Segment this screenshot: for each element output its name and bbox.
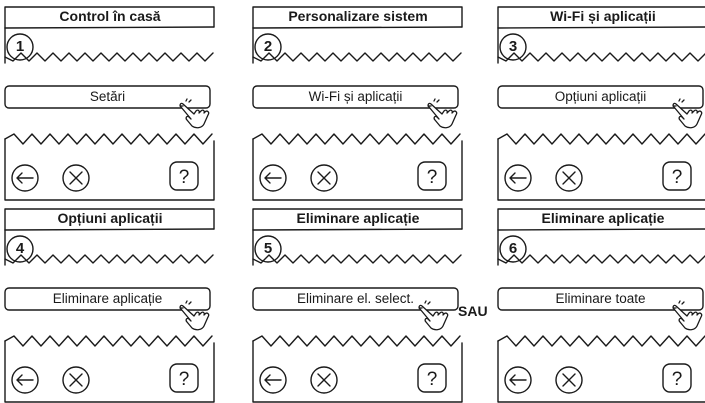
- step-number: 3: [508, 38, 518, 55]
- screen-title: Personalizare sistem: [288, 8, 428, 24]
- back-arrow-icon[interactable]: [258, 365, 288, 395]
- screen-title: Control în casă: [59, 8, 161, 24]
- step-panel-3: Wi-Fi și aplicații 3 Opțiuni aplicații ?: [497, 5, 705, 201]
- back-arrow-icon[interactable]: [503, 163, 533, 193]
- cancel-x-icon[interactable]: [554, 163, 584, 193]
- menu-button[interactable]: Eliminare el. select.: [253, 288, 458, 310]
- svg-text:?: ?: [427, 369, 438, 390]
- cancel-x-icon[interactable]: [61, 365, 91, 395]
- screen-frame: [4, 208, 215, 403]
- menu-button-label: Eliminare toate: [555, 291, 646, 306]
- menu-button[interactable]: Opțiuni aplicații: [498, 86, 703, 108]
- menu-button-label: Opțiuni aplicații: [554, 89, 647, 104]
- step-panel-1: Control în casă 1 Setări ?: [4, 5, 216, 201]
- cancel-x-icon[interactable]: [554, 365, 584, 395]
- back-arrow-icon[interactable]: [10, 163, 40, 193]
- step-number: 2: [263, 38, 273, 55]
- svg-text:?: ?: [672, 369, 683, 390]
- menu-button[interactable]: Setări: [5, 86, 210, 108]
- step-number: 4: [15, 240, 25, 257]
- pointing-hand-icon: [179, 300, 213, 334]
- screen-title: Wi-Fi și aplicații: [550, 8, 656, 24]
- step-number: 6: [508, 240, 518, 257]
- screen-frame: [252, 6, 463, 201]
- help-question-icon[interactable]: ?: [417, 363, 447, 393]
- screen-title: Eliminare aplicație: [541, 210, 665, 226]
- pointing-hand-icon: [672, 98, 705, 132]
- screen-frame: [4, 6, 215, 201]
- menu-button[interactable]: Wi-Fi și aplicații: [253, 86, 458, 108]
- cancel-x-icon[interactable]: [309, 365, 339, 395]
- menu-button-label: Eliminare el. select.: [296, 291, 415, 306]
- cancel-x-icon[interactable]: [61, 163, 91, 193]
- pointing-hand-icon: [672, 300, 705, 334]
- svg-text:?: ?: [427, 167, 438, 188]
- cancel-x-icon[interactable]: [309, 163, 339, 193]
- step-panel-4: Opțiuni aplicații 4 Eliminare aplicație …: [4, 207, 216, 403]
- help-question-icon[interactable]: ?: [417, 161, 447, 191]
- menu-button[interactable]: Eliminare toate: [498, 288, 703, 310]
- screen-frame: [497, 6, 705, 201]
- back-arrow-icon[interactable]: [258, 163, 288, 193]
- svg-text:?: ?: [179, 167, 190, 188]
- step-panel-5: Eliminare aplicație 5 Eliminare el. sele…: [252, 207, 464, 403]
- or-label: SAU: [458, 303, 488, 319]
- back-arrow-icon[interactable]: [10, 365, 40, 395]
- screen-title: Opțiuni aplicații: [57, 210, 163, 226]
- pointing-hand-icon: [418, 300, 452, 334]
- pointing-hand-icon: [427, 98, 461, 132]
- screen-frame: [252, 208, 463, 403]
- help-question-icon[interactable]: ?: [169, 161, 199, 191]
- step-number: 5: [263, 240, 273, 257]
- help-question-icon[interactable]: ?: [662, 363, 692, 393]
- menu-button-label: Wi-Fi și aplicații: [308, 89, 403, 104]
- menu-button[interactable]: Eliminare aplicație: [5, 288, 210, 310]
- pointing-hand-icon: [179, 98, 213, 132]
- step-panel-2: Personalizare sistem 2 Wi-Fi și aplicați…: [252, 5, 464, 201]
- screen-frame: [497, 208, 705, 403]
- back-arrow-icon[interactable]: [503, 365, 533, 395]
- menu-button-label: Eliminare aplicație: [52, 291, 163, 306]
- svg-text:?: ?: [672, 167, 683, 188]
- help-question-icon[interactable]: ?: [662, 161, 692, 191]
- step-number: 1: [15, 38, 25, 55]
- svg-text:?: ?: [179, 369, 190, 390]
- menu-button-label: Setări: [89, 89, 126, 104]
- step-panel-6: Eliminare aplicație 6 Eliminare toate ?: [497, 207, 705, 403]
- help-question-icon[interactable]: ?: [169, 363, 199, 393]
- screen-title: Eliminare aplicație: [296, 210, 420, 226]
